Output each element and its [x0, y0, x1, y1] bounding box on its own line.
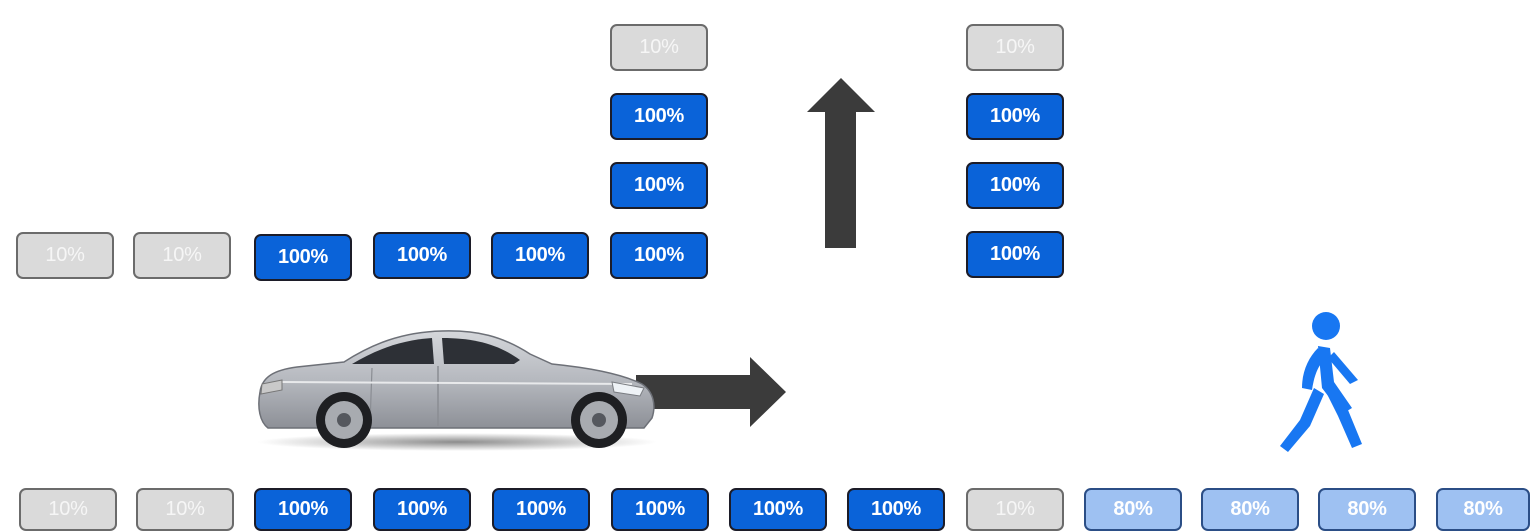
column-a-cell: 100% [610, 162, 708, 209]
bottom-row-cell: 10% [19, 488, 117, 531]
bottom-row-cell: 100% [611, 488, 709, 531]
bottom-row-cell: 100% [373, 488, 471, 531]
bottom-row-cell: 80% [1084, 488, 1182, 531]
column-b-cell: 100% [966, 93, 1064, 140]
bottom-row-cell: 100% [729, 488, 827, 531]
car-icon [257, 330, 657, 451]
top-row-cell: 100% [373, 232, 471, 279]
column-a-cell: 100% [610, 93, 708, 140]
column-b-cell: 10% [966, 24, 1064, 71]
top-row-cell: 100% [610, 232, 708, 279]
walking-person-icon [1280, 312, 1362, 452]
bottom-row-cell: 100% [847, 488, 945, 531]
arrow-up-icon [807, 78, 875, 248]
top-row-cell: 10% [16, 232, 114, 279]
arrow-right-icon [636, 357, 786, 427]
bottom-row-cell: 80% [1201, 488, 1299, 531]
bottom-row-cell: 10% [136, 488, 234, 531]
column-b-cell: 100% [966, 162, 1064, 209]
bottom-row-cell: 80% [1318, 488, 1416, 531]
column-b-cell: 100% [966, 231, 1064, 278]
top-row-cell: 100% [491, 232, 589, 279]
top-row-cell: 100% [254, 234, 352, 281]
bottom-row-cell: 100% [492, 488, 590, 531]
bottom-row-cell: 80% [1436, 488, 1530, 531]
column-a-cell: 10% [610, 24, 708, 71]
top-row-cell: 10% [133, 232, 231, 279]
bottom-row-cell: 10% [966, 488, 1064, 531]
bottom-row-cell: 100% [254, 488, 352, 531]
